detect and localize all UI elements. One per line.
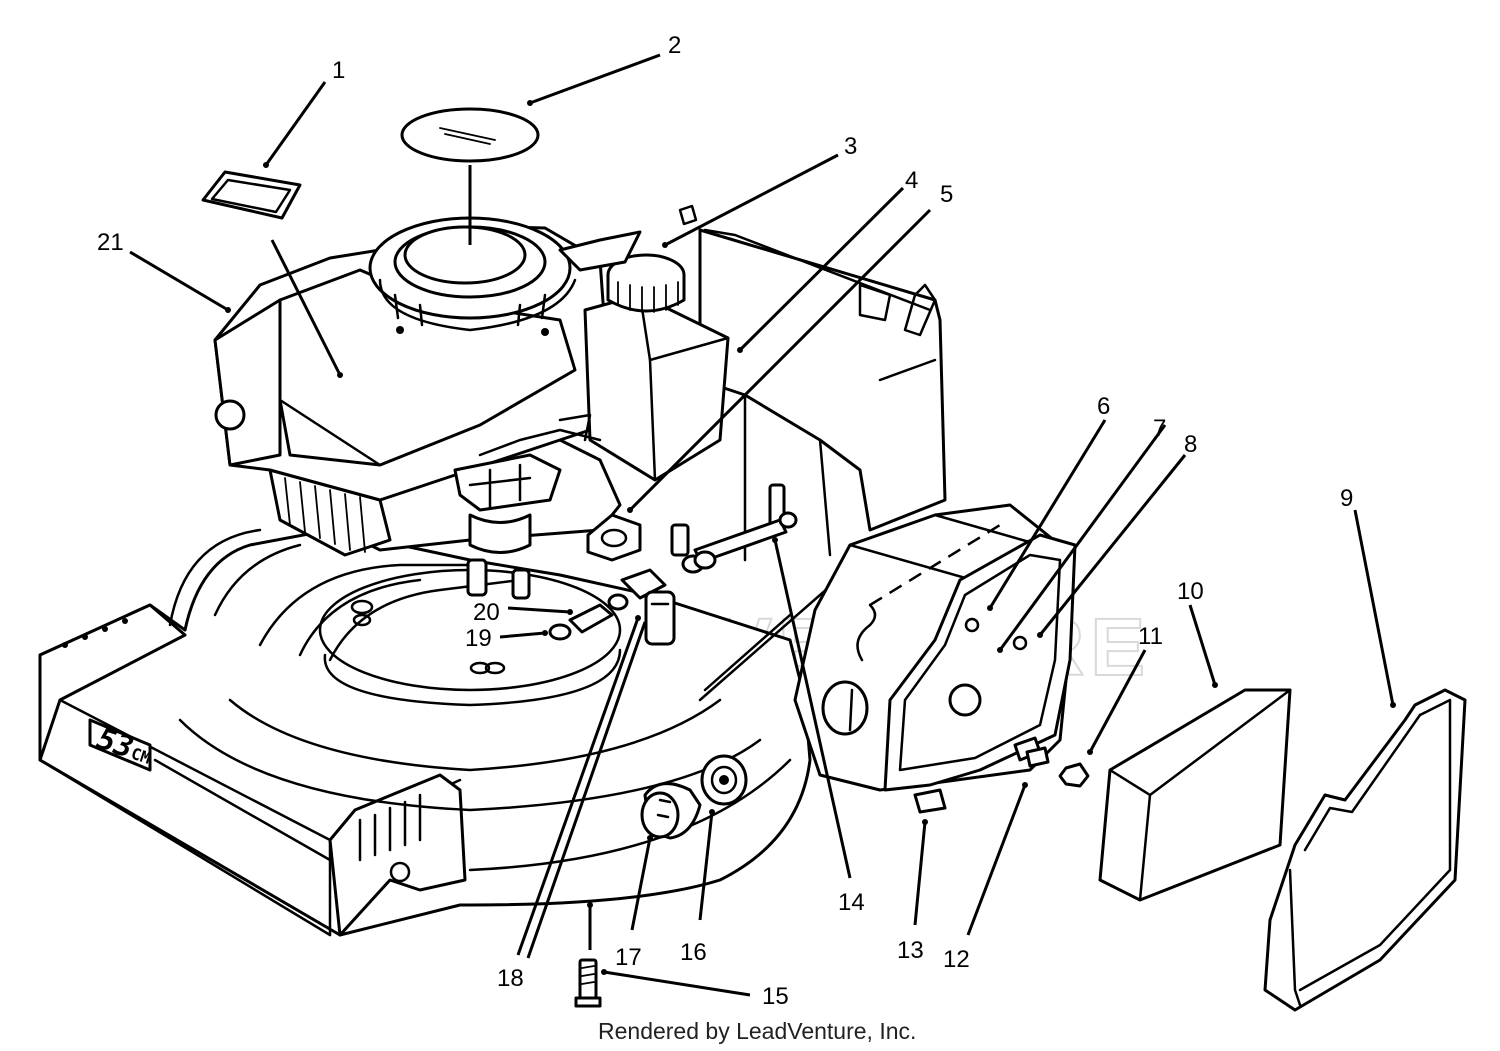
- callout-21: 21: [97, 229, 124, 256]
- stud-nut-parts-11-12: [1025, 746, 1090, 788]
- callout-1: 1: [332, 57, 345, 84]
- leader-lines: [129, 53, 1396, 997]
- callout-14: 14: [838, 889, 865, 916]
- callout-6: 6: [1097, 393, 1110, 420]
- callout-12: 12: [943, 946, 970, 973]
- callout-16: 16: [680, 939, 707, 966]
- mower-deck: [38, 528, 862, 937]
- rod-part-14: [681, 511, 798, 574]
- fittings-parts-19-20: [548, 593, 629, 641]
- callout-numbers: 1 2 3 4 5 6 7 8 9 10 11 12 13 14 15 16 1…: [97, 32, 1353, 1010]
- caps-parts-16-17: [640, 754, 748, 840]
- callout-19: 19: [465, 625, 492, 652]
- callout-7: 7: [1153, 415, 1166, 442]
- callout-8: 8: [1184, 431, 1197, 458]
- callout-5: 5: [940, 181, 953, 208]
- clip-part-3: [678, 204, 698, 226]
- valve-part-18: [620, 568, 676, 646]
- engine: [213, 216, 730, 600]
- bolt-part-15: [574, 958, 602, 1008]
- callout-20: 20: [473, 599, 500, 626]
- callout-15: 15: [762, 983, 789, 1010]
- callout-4: 4: [905, 167, 918, 194]
- callout-3: 3: [844, 133, 857, 160]
- air-cleaner-base: [793, 503, 1077, 814]
- callout-18: 18: [497, 965, 524, 992]
- cover-part-9: [1263, 688, 1467, 1012]
- callout-9: 9: [1340, 485, 1353, 512]
- oval-decal-part-2: [400, 107, 540, 163]
- callout-17: 17: [615, 944, 642, 971]
- credit-text: Rendered by LeadVenture, Inc.: [598, 1018, 916, 1044]
- rear-baffle-housing: [670, 228, 947, 562]
- callout-10: 10: [1177, 578, 1204, 605]
- callout-13: 13: [897, 937, 924, 964]
- callout-11: 11: [1138, 623, 1163, 650]
- decal-part-1: [201, 170, 302, 220]
- filter-part-10: [1098, 688, 1292, 902]
- callout-2: 2: [668, 32, 681, 59]
